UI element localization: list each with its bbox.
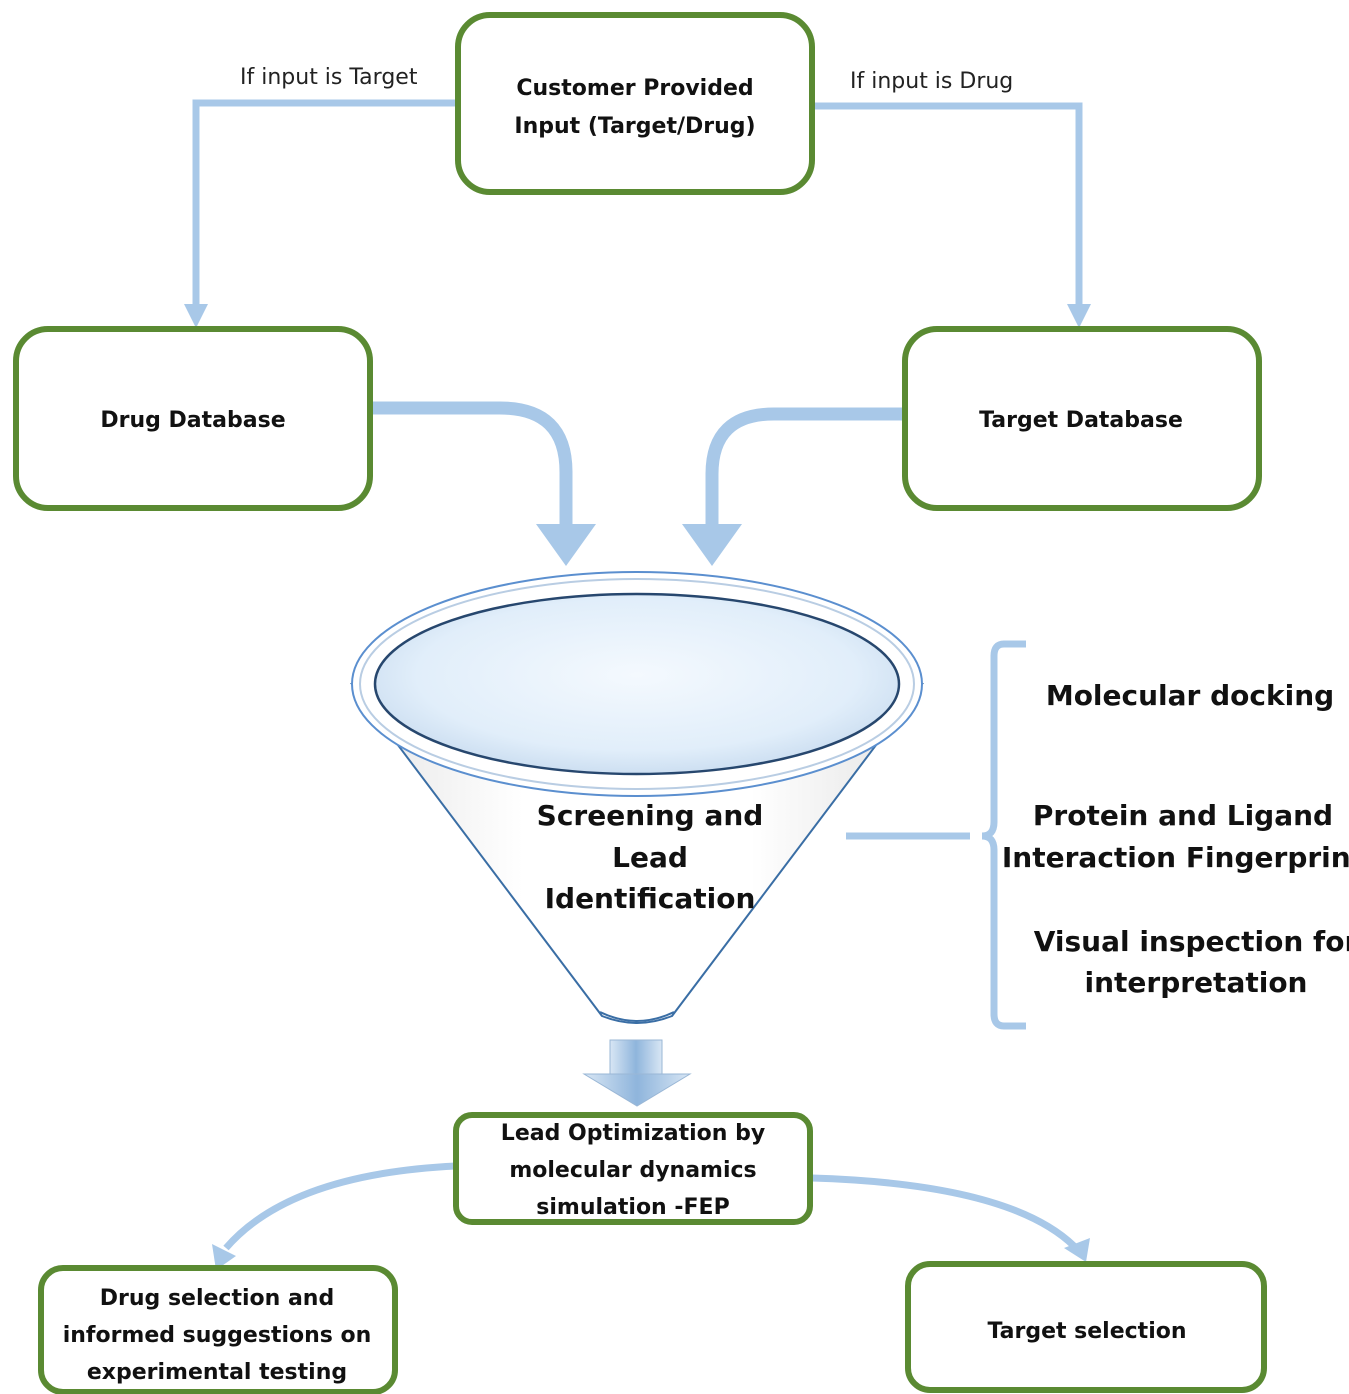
method-visual-line-2: interpretation bbox=[1085, 966, 1308, 999]
edge-label-if-drug: If input is Drug bbox=[850, 69, 1013, 94]
method-fingerprint-line-2: Interaction Fingerprint bbox=[1002, 841, 1349, 874]
edge-input-to-drug-db bbox=[184, 99, 460, 328]
input-box-line-2: Input (Target/Drug) bbox=[514, 114, 755, 139]
target-selection-box bbox=[905, 1261, 1267, 1393]
screening-funnel bbox=[349, 571, 925, 1024]
edge-lead-opt-to-drug-selection bbox=[212, 1162, 457, 1270]
target-database-label: Target Database bbox=[979, 408, 1183, 433]
funnel-line-1: Screening and bbox=[537, 799, 764, 832]
drug-database-label: Drug Database bbox=[100, 408, 285, 433]
input-box bbox=[455, 12, 815, 195]
lead-optimization-line-3: simulation -FEP bbox=[536, 1195, 729, 1220]
drug-selection-line-3: experimental testing bbox=[87, 1360, 347, 1385]
method-fingerprint-line-1: Protein and Ligand bbox=[1033, 799, 1333, 832]
edge-input-to-target-db bbox=[812, 102, 1091, 328]
methods-bracket bbox=[981, 640, 1026, 1030]
drug-selection-box bbox=[38, 1265, 398, 1394]
funnel-line-3: Identification bbox=[545, 882, 756, 915]
method-visual-line-1: Visual inspection for bbox=[1034, 925, 1349, 958]
funnel-line-2: Lead bbox=[612, 841, 688, 874]
target-database-box bbox=[902, 326, 1262, 511]
input-box-line-1: Customer Provided bbox=[516, 76, 753, 101]
drug-selection-line-2: informed suggestions on bbox=[63, 1323, 372, 1348]
edge-drug-db-to-funnel bbox=[364, 401, 596, 566]
drug-selection-line-1: Drug selection and bbox=[100, 1286, 334, 1311]
drug-database-box bbox=[13, 326, 373, 511]
edge-lead-opt-to-target-selection bbox=[811, 1174, 1090, 1262]
lead-optimization-box bbox=[453, 1112, 813, 1225]
lead-optimization-line-1: Lead Optimization by bbox=[501, 1121, 765, 1146]
method-molecular-docking: Molecular docking bbox=[1046, 679, 1334, 712]
edge-label-if-target: If input is Target bbox=[240, 65, 418, 90]
lead-optimization-line-2: molecular dynamics bbox=[509, 1158, 756, 1183]
funnel-down-arrow bbox=[582, 1039, 692, 1107]
edge-target-db-to-funnel bbox=[682, 407, 908, 566]
target-selection-label: Target selection bbox=[987, 1319, 1186, 1344]
